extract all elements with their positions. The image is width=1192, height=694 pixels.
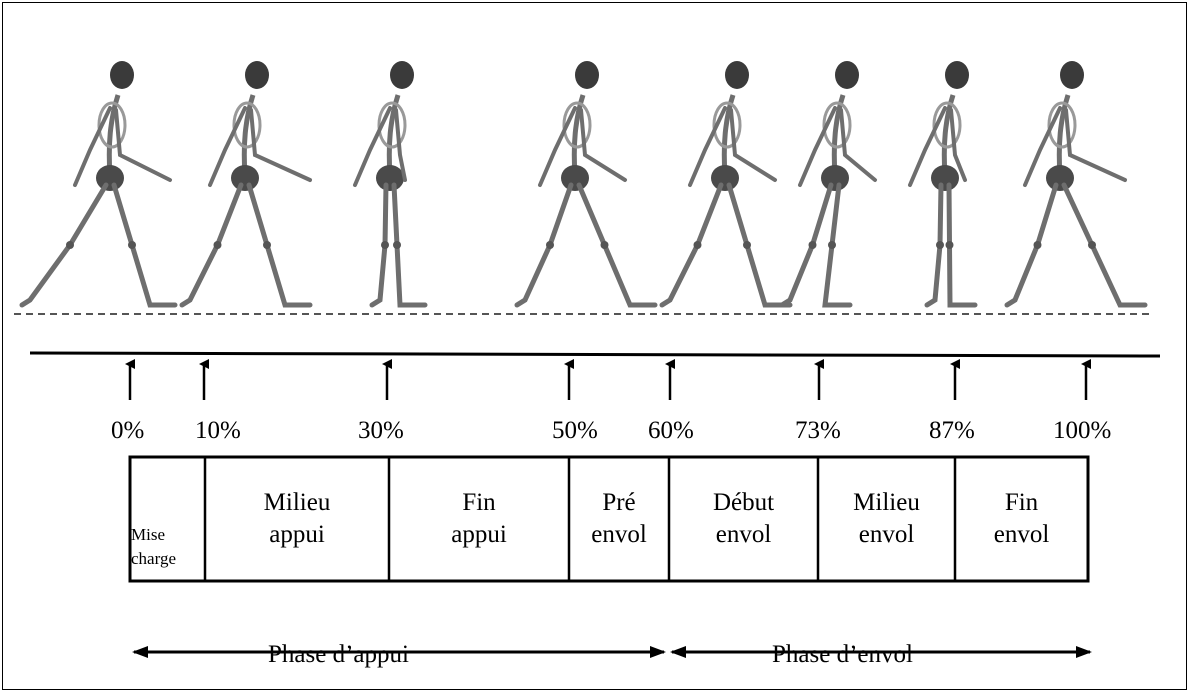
- phase-table-dividers: [203, 457, 957, 581]
- percent-label-30: 30%: [358, 417, 404, 444]
- walking-skeleton-icon: [353, 61, 428, 308]
- cell-line2: appui: [269, 521, 325, 548]
- walking-skeleton-icon: [514, 61, 658, 308]
- cell-line2: appui: [451, 521, 507, 548]
- percent-label-73: 73%: [795, 417, 841, 444]
- walking-skeleton-icon: [908, 61, 978, 308]
- cell-mise-charge: Mise charge: [131, 457, 205, 581]
- cell-milieu-appui: Milieu appui: [205, 457, 389, 581]
- cell-line1: Milieu: [853, 489, 920, 516]
- cell-line1: Milieu: [263, 489, 331, 516]
- swing-phase-label: Phase d’envol: [772, 641, 913, 668]
- timeline-axis: [29, 351, 1161, 358]
- percent-label-60: 60%: [648, 417, 694, 444]
- cell-line1: Mise: [131, 525, 165, 544]
- cell-fin-envol: Fin envol: [955, 457, 1088, 581]
- walking-skeleton-icon: [779, 61, 877, 308]
- stance-phase-label: Phase d’appui: [268, 641, 409, 668]
- tick-arrows: [125, 359, 1091, 400]
- cell-line2: envol: [993, 521, 1050, 548]
- cell-line1: Fin: [462, 489, 496, 516]
- percent-label-10: 10%: [195, 417, 241, 444]
- phase-table-border: [128, 455, 1090, 583]
- cell-line2: envol: [715, 521, 772, 548]
- cell-line2: charge: [131, 549, 176, 568]
- walking-skeleton-icon: [179, 61, 313, 308]
- percent-label-100: 100%: [1053, 417, 1112, 444]
- percent-label-50: 50%: [552, 417, 598, 444]
- walking-skeleton-icon: [19, 61, 178, 308]
- cell-line2: envol: [591, 521, 647, 548]
- walking-skeleton-icon: [659, 61, 793, 308]
- walking-skeleton-icon: [1004, 61, 1148, 308]
- cell-line2: envol: [858, 521, 915, 548]
- cell-line1: Début: [712, 489, 775, 516]
- cell-line1: Fin: [1004, 489, 1039, 516]
- cell-milieu-envol: Milieu envol: [818, 457, 955, 581]
- cell-pre-envol: Pré envol: [569, 457, 669, 581]
- cell-line1: Pré: [602, 489, 636, 516]
- percent-label-0: 0%: [111, 417, 145, 444]
- skeleton-figures: [19, 61, 1148, 308]
- cell-debut-envol: Début envol: [669, 457, 818, 581]
- percent-label-87: 87%: [929, 417, 975, 444]
- cell-fin-appui: Fin appui: [389, 457, 569, 581]
